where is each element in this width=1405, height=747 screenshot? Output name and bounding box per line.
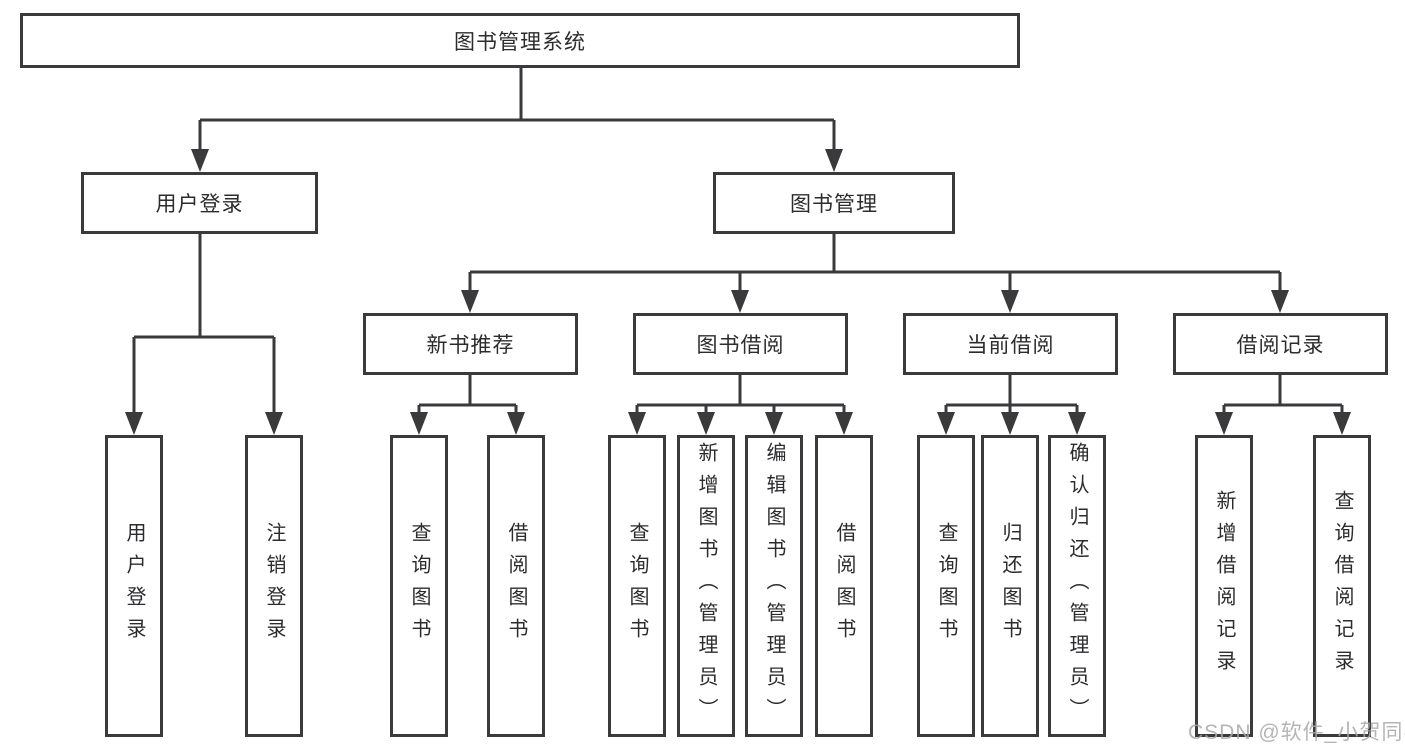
node-user-login: 用户登录	[81, 172, 318, 234]
node-label: 注销登录	[263, 522, 285, 650]
node-label: 用户登录	[123, 522, 145, 650]
node-new-book-recommendation: 新书推荐	[363, 313, 578, 375]
node-label: 查询借阅记录	[1331, 490, 1353, 682]
node-label: 当前借阅	[966, 334, 1055, 357]
node-query-borrowing-record: 查询借阅记录	[1313, 435, 1371, 737]
connector-root-to-level2	[198, 68, 836, 150]
node-query-books-current: 查询图书	[917, 435, 975, 737]
node-confirm-return-admin: 确认归还（管理员）	[1048, 435, 1106, 737]
arrowheads-book-management-to-level3	[461, 290, 1289, 313]
node-label: 图书管理	[790, 193, 878, 216]
node-logout: 注销登录	[245, 435, 303, 737]
connector-book-management-to-level3	[468, 234, 1282, 291]
node-label: 新增图书（管理员）	[695, 442, 717, 730]
arrowheads-root-to-level2	[191, 149, 843, 172]
node-label: 图书管理系统	[454, 30, 586, 54]
connector-book-borrowing-to-leaves	[635, 375, 846, 414]
node-label: 图书借阅	[696, 334, 785, 357]
arrowheads-book-borrowing-to-leaves	[628, 412, 853, 435]
node-book-management: 图书管理	[713, 172, 955, 234]
node-user-login-action: 用户登录	[105, 435, 163, 737]
connector-new-book-recommendation-to-leaves	[417, 375, 518, 414]
node-label: 归还图书	[999, 522, 1021, 650]
node-return-books: 归还图书	[981, 435, 1039, 737]
node-current-borrowing: 当前借阅	[903, 313, 1118, 375]
csdn-watermark: CSDN @软件_小贺同学	[1188, 721, 1405, 744]
arrowheads-user-login-to-leaves	[125, 412, 283, 435]
node-add-books-admin: 新增图书（管理员）	[677, 435, 735, 737]
node-edit-books-admin: 编辑图书（管理员）	[745, 435, 803, 737]
arrowheads-new-book-recommendation-to-leaves	[410, 412, 525, 435]
arrowheads-borrowing-records-to-leaves	[1215, 412, 1351, 435]
arrowheads-current-borrowing-to-leaves	[937, 412, 1086, 435]
connector-user-login-to-leaves	[132, 234, 276, 413]
connector-borrowing-records-to-leaves	[1222, 375, 1344, 414]
node-label: 借阅图书	[505, 522, 527, 650]
node-borrow-books-borrowing: 借阅图书	[815, 435, 873, 737]
node-query-books-borrowing: 查询图书	[608, 435, 666, 737]
node-add-borrowing-record: 新增借阅记录	[1195, 435, 1253, 737]
node-label: 借阅记录	[1236, 334, 1325, 357]
node-label: 新增借阅记录	[1213, 490, 1235, 682]
node-query-books-recommendation: 查询图书	[390, 435, 448, 737]
node-label: 编辑图书（管理员）	[763, 442, 785, 730]
node-borrow-books-recommendation: 借阅图书	[487, 435, 545, 737]
node-library-management-system: 图书管理系统	[20, 13, 1020, 68]
node-label: 借阅图书	[833, 522, 855, 650]
node-book-borrowing: 图书借阅	[633, 313, 848, 375]
node-borrowing-records: 借阅记录	[1173, 313, 1388, 375]
node-label: 查询图书	[408, 522, 430, 650]
node-label: 新书推荐	[426, 334, 515, 357]
node-label: 用户登录	[155, 193, 244, 216]
connector-current-borrowing-to-leaves	[944, 375, 1079, 414]
node-label: 确认归还（管理员）	[1066, 442, 1088, 730]
node-label: 查询图书	[626, 522, 648, 650]
node-label: 查询图书	[935, 522, 957, 650]
